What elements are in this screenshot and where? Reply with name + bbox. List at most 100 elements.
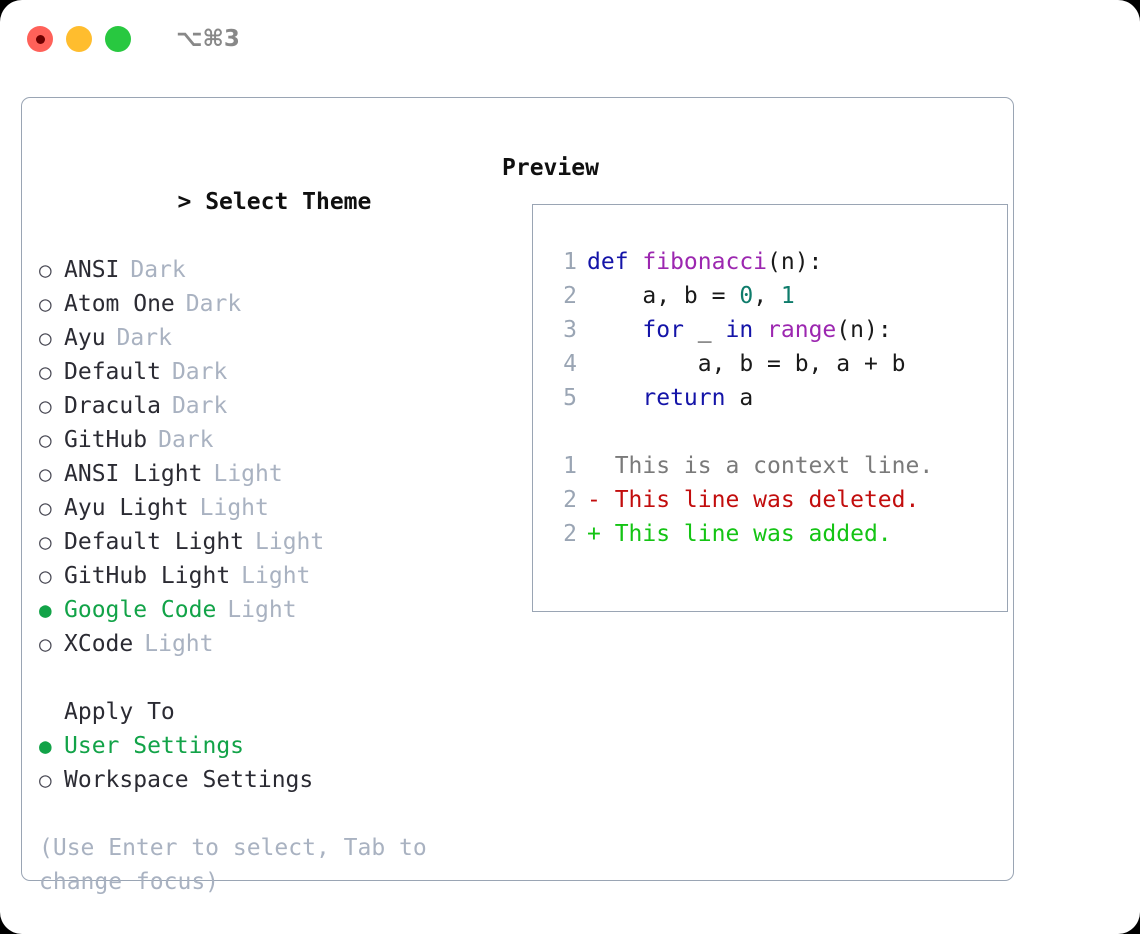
code-token-plain <box>587 385 642 411</box>
diff-line-text: + This line was added. <box>587 521 892 547</box>
theme-option-name: GitHub Light <box>64 563 231 589</box>
theme-option-name: XCode <box>64 631 134 657</box>
theme-option-ansi[interactable]: ○ ANSI Dark <box>39 253 489 287</box>
line-number: 5 <box>563 385 577 411</box>
radio-selected-icon: ● <box>39 734 52 758</box>
theme-variant-badge: Dark <box>171 359 228 385</box>
maximize-button[interactable] <box>105 26 131 52</box>
apply-to-option-workspace-settings[interactable]: ○ Workspace Settings <box>39 763 489 797</box>
diff-line-del: 2- This line was deleted. <box>551 483 933 517</box>
code-token-num: 0 <box>739 283 754 309</box>
theme-option-name: GitHub <box>64 427 148 453</box>
prompt-caret-icon: > <box>177 189 192 215</box>
theme-option-google-code[interactable]: ● Google Code Light <box>39 593 489 627</box>
code-blank-line <box>551 415 933 449</box>
radio-unselected-icon: ○ <box>39 632 52 656</box>
radio-unselected-icon: ○ <box>39 564 52 588</box>
code-line: 4 a, b = b, a + b <box>551 347 933 381</box>
line-number: 4 <box>563 351 577 377</box>
section-spacer <box>39 661 489 695</box>
code-token-kw: def <box>587 249 643 275</box>
theme-variant-badge: Dark <box>158 427 214 453</box>
keyboard-hint-text: (Use Enter to select, Tab to change focu… <box>39 835 441 895</box>
theme-variant-badge: Dark <box>171 393 228 419</box>
apply-to-option-name: User Settings <box>64 733 245 759</box>
select-theme-header: > Select Theme <box>39 151 489 253</box>
select-theme-label: Select Theme <box>205 189 372 215</box>
theme-variant-badge: Light <box>144 631 214 657</box>
code-line-text: a, b = 0, 1 <box>587 279 794 313</box>
line-number: 1 <box>563 249 577 275</box>
theme-option-name: ANSI Light <box>64 461 203 487</box>
preview-header: Preview <box>502 155 599 181</box>
theme-option-dracula[interactable]: ○ Dracula Dark <box>39 389 489 423</box>
code-token-plain: , <box>753 283 781 309</box>
code-token-plain: (n): <box>836 317 892 343</box>
apply-to-option-list[interactable]: ● User Settings ○ Workspace Settings <box>39 729 489 797</box>
radio-unselected-icon: ○ <box>39 394 52 418</box>
code-token-plain: a, b = b, a + b <box>587 351 906 377</box>
theme-option-name: ANSI <box>64 257 120 283</box>
radio-unselected-icon: ○ <box>39 768 52 792</box>
code-line-text: a, b = b, a + b <box>587 347 906 381</box>
radio-unselected-icon: ○ <box>39 496 52 520</box>
code-token-plain: a <box>725 385 754 411</box>
radio-unselected-icon: ○ <box>39 360 52 384</box>
apply-to-option-name: Workspace Settings <box>64 767 314 793</box>
theme-option-ansi-light[interactable]: ○ ANSI Light Light <box>39 457 489 491</box>
radio-unselected-icon: ○ <box>39 530 52 554</box>
code-token-plain: (n): <box>767 249 823 275</box>
theme-option-name: Default <box>64 359 161 385</box>
theme-option-name: Dracula <box>64 393 161 419</box>
theme-variant-badge: Light <box>213 461 283 487</box>
keyboard-shortcut-label: ⌥⌘3 <box>176 26 240 52</box>
code-line: 2 a, b = 0, 1 <box>551 279 933 313</box>
theme-option-default-light[interactable]: ○ Default Light Light <box>39 525 489 559</box>
minimize-button[interactable] <box>66 26 92 52</box>
theme-option-name: Default Light <box>64 529 245 555</box>
code-token-plain: _ <box>683 317 726 343</box>
code-line-text: return a <box>587 381 753 415</box>
line-number: 2 <box>563 521 577 547</box>
code-token-kw: in <box>725 317 754 343</box>
theme-option-name: Ayu <box>64 325 106 351</box>
theme-option-name: Google Code <box>64 597 217 623</box>
code-token-fn: range <box>767 317 837 343</box>
diff-line-ctx: 1 This is a context line. <box>551 449 933 483</box>
radio-unselected-icon: ○ <box>39 292 52 316</box>
apply-to-header: ○ Apply To <box>39 695 489 729</box>
apply-to-option-user-settings[interactable]: ● User Settings <box>39 729 489 763</box>
line-number: 3 <box>563 317 577 343</box>
code-token-fn: fibonacci <box>642 249 768 275</box>
radio-unselected-icon: ○ <box>39 462 52 486</box>
code-token-kw: for <box>642 317 684 343</box>
code-line: 3 for _ in range(n): <box>551 313 933 347</box>
theme-variant-badge: Light <box>255 529 325 555</box>
theme-variant-badge: Dark <box>130 257 186 283</box>
theme-variant-badge: Light <box>227 597 297 623</box>
theme-option-default[interactable]: ○ Default Dark <box>39 355 489 389</box>
radio-unselected-icon: ○ <box>39 258 52 282</box>
close-button[interactable] <box>27 26 53 52</box>
theme-option-xcode[interactable]: ○ XCode Light <box>39 627 489 661</box>
apply-to-label: Apply To <box>64 699 175 725</box>
radio-selected-icon: ● <box>39 598 52 622</box>
line-number: 1 <box>563 453 577 479</box>
code-token-plain: a, b = <box>587 283 740 309</box>
code-line: 5 return a <box>551 381 933 415</box>
code-line: 1 def fibonacci(n): <box>551 245 933 279</box>
code-token-plain <box>587 317 642 343</box>
theme-variant-badge: Dark <box>185 291 242 317</box>
